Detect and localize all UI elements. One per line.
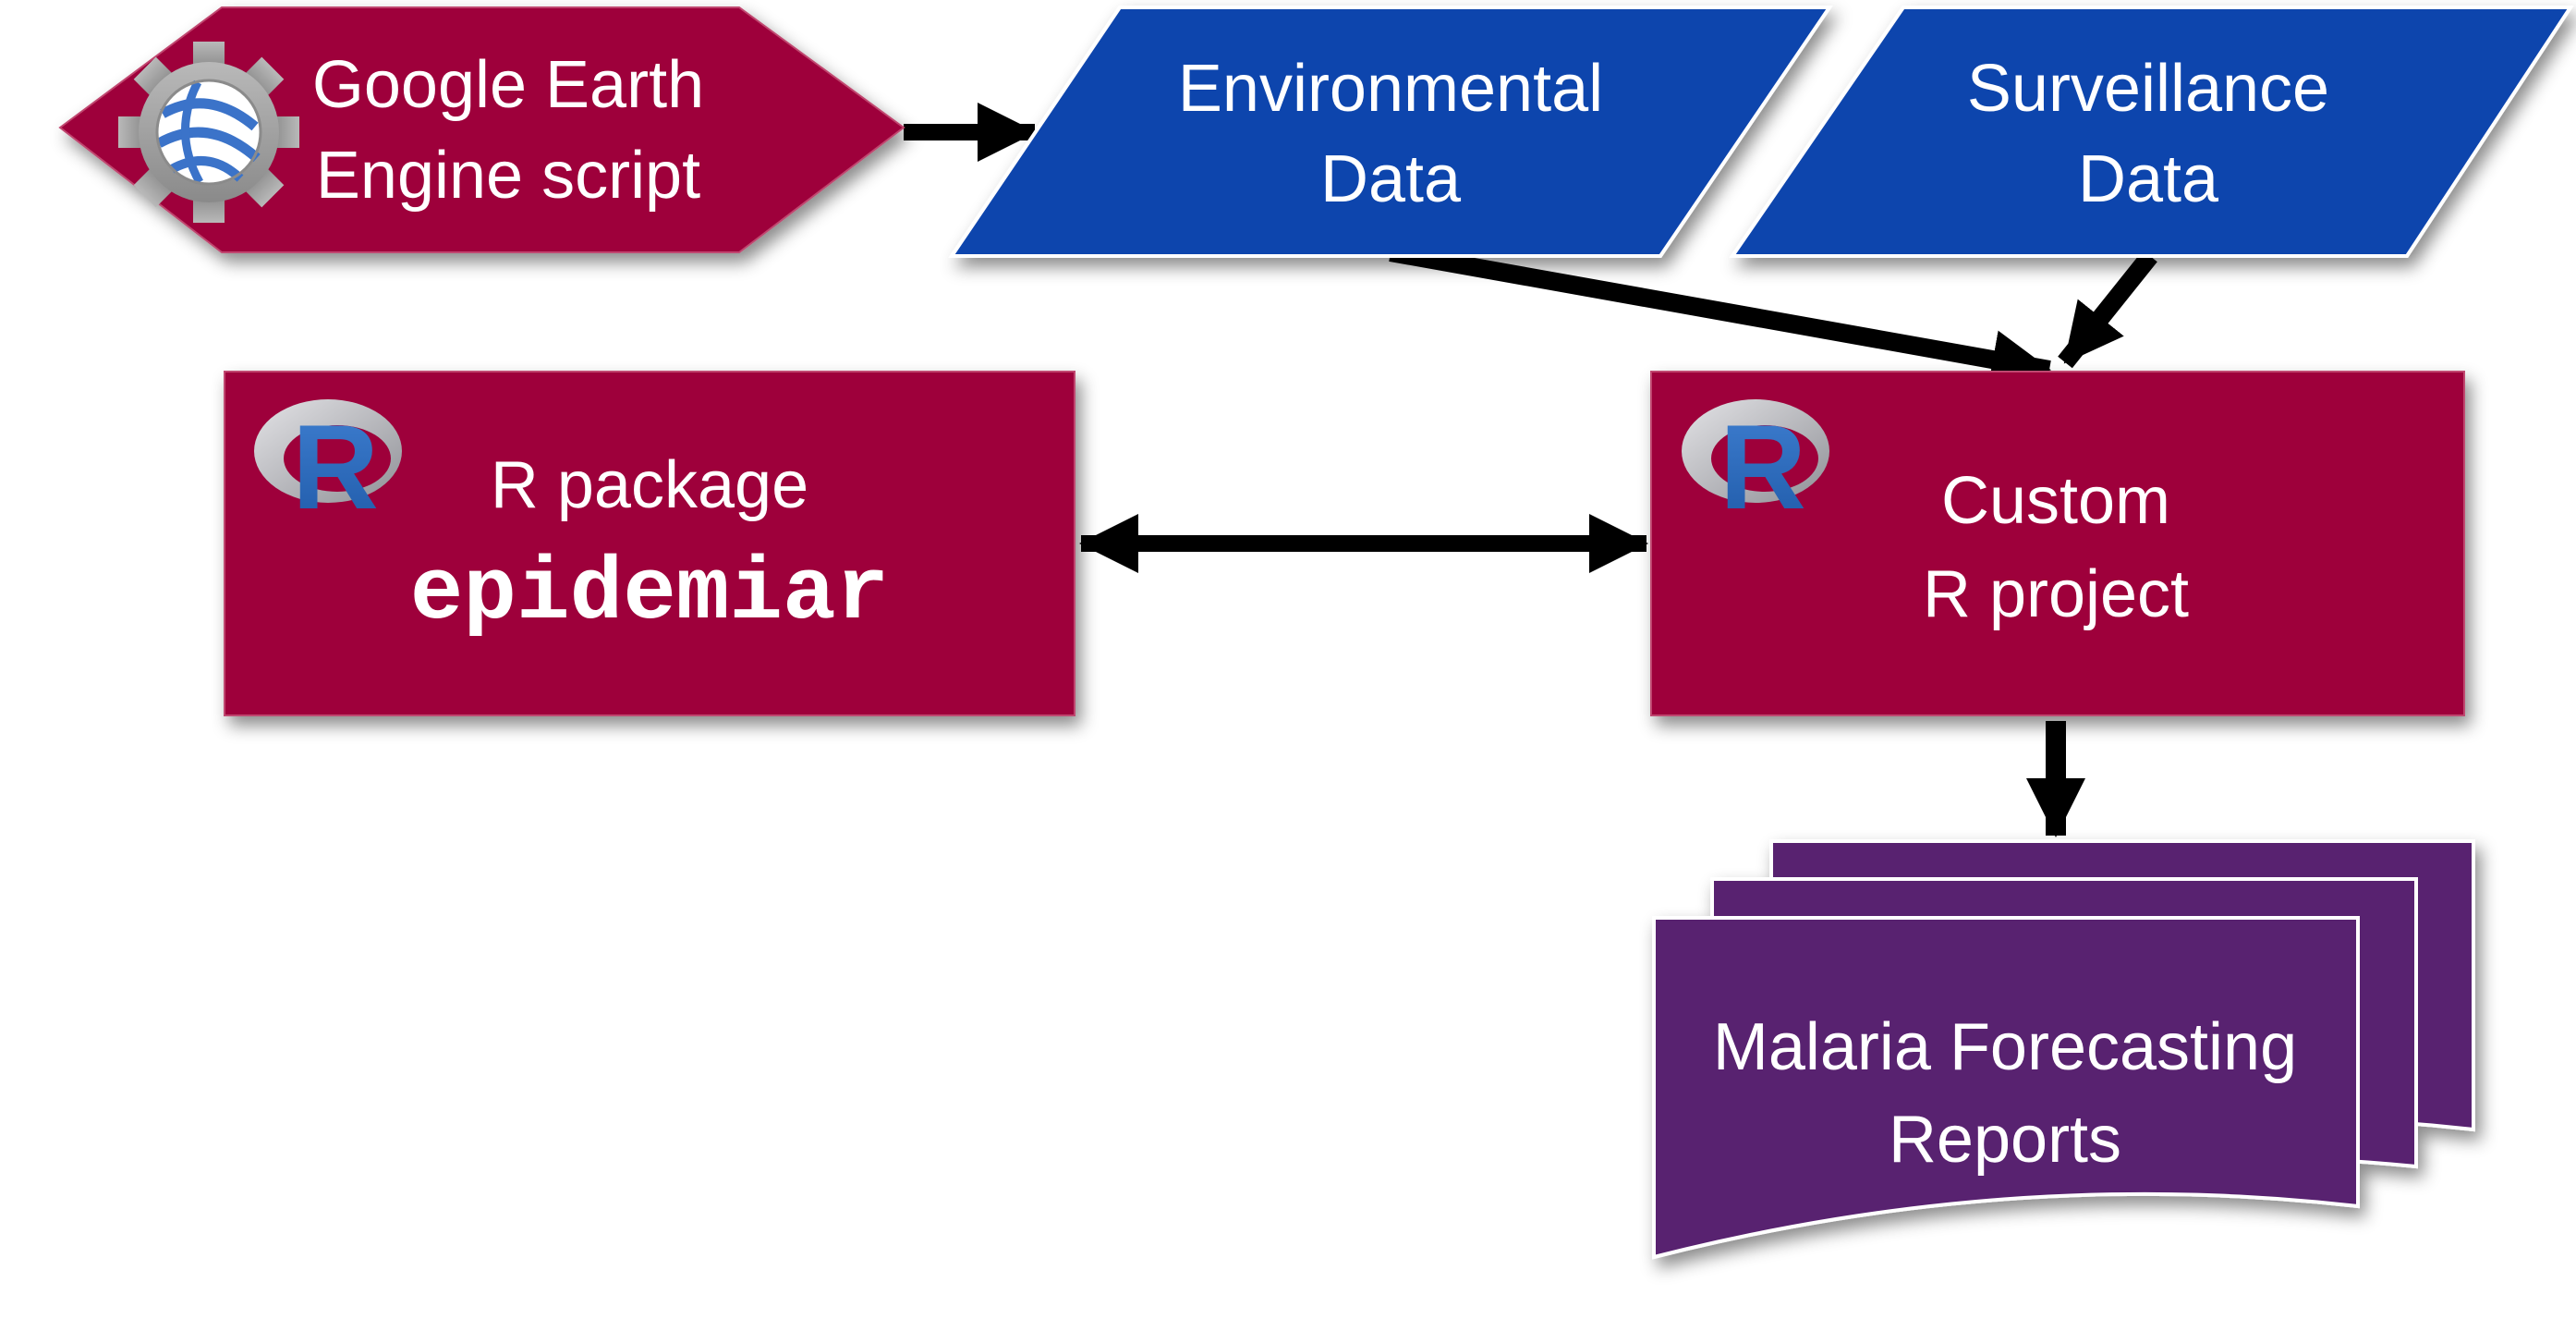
gee-label-line2: Engine script: [316, 139, 700, 213]
svg-text:R: R: [292, 399, 379, 534]
surveillance-label-line2: Data: [2078, 142, 2219, 216]
epidemiar-label-line2: epidemiar: [410, 543, 889, 644]
node-custom-r-project: R Custom R project: [1650, 371, 2465, 716]
edge-surveillance-to-custom: [2058, 250, 2157, 369]
reports-label-line1: Malaria Forecasting: [1713, 1010, 2297, 1084]
node-r-package-epidemiar: R R package epidemiar: [224, 371, 1075, 716]
reports-front-page: [1652, 916, 2360, 1260]
custom-label-line2: R project: [1923, 557, 2189, 631]
environmental-parallelogram: [948, 6, 1833, 258]
environmental-label-line2: Data: [1320, 142, 1462, 216]
node-malaria-forecasting-reports: [1652, 839, 2475, 1260]
svg-text:R: R: [1719, 399, 1806, 534]
node-gee-script: Google Earth Engine script: [58, 6, 905, 253]
gee-label-line1: Google Earth: [312, 48, 704, 122]
surveillance-parallelogram: [1729, 6, 2574, 258]
node-environmental-data: Environmental Data: [948, 6, 1833, 258]
google-earth-engine-gear-icon: [118, 42, 299, 223]
epidemiar-label-line1: R package: [491, 448, 808, 522]
node-surveillance-data: Surveillance Data: [1729, 6, 2574, 258]
edges: [904, 103, 2157, 837]
reports-label-line2: Reports: [1889, 1103, 2121, 1177]
r-logo-icon: R: [254, 399, 402, 534]
custom-label-line1: Custom: [1941, 464, 2170, 538]
r-logo-icon: R: [1682, 399, 1829, 534]
edge-environmental-to-custom: [1389, 243, 2051, 389]
environmental-label-line1: Environmental: [1178, 52, 1603, 126]
surveillance-label-line1: Surveillance: [1967, 52, 2329, 126]
